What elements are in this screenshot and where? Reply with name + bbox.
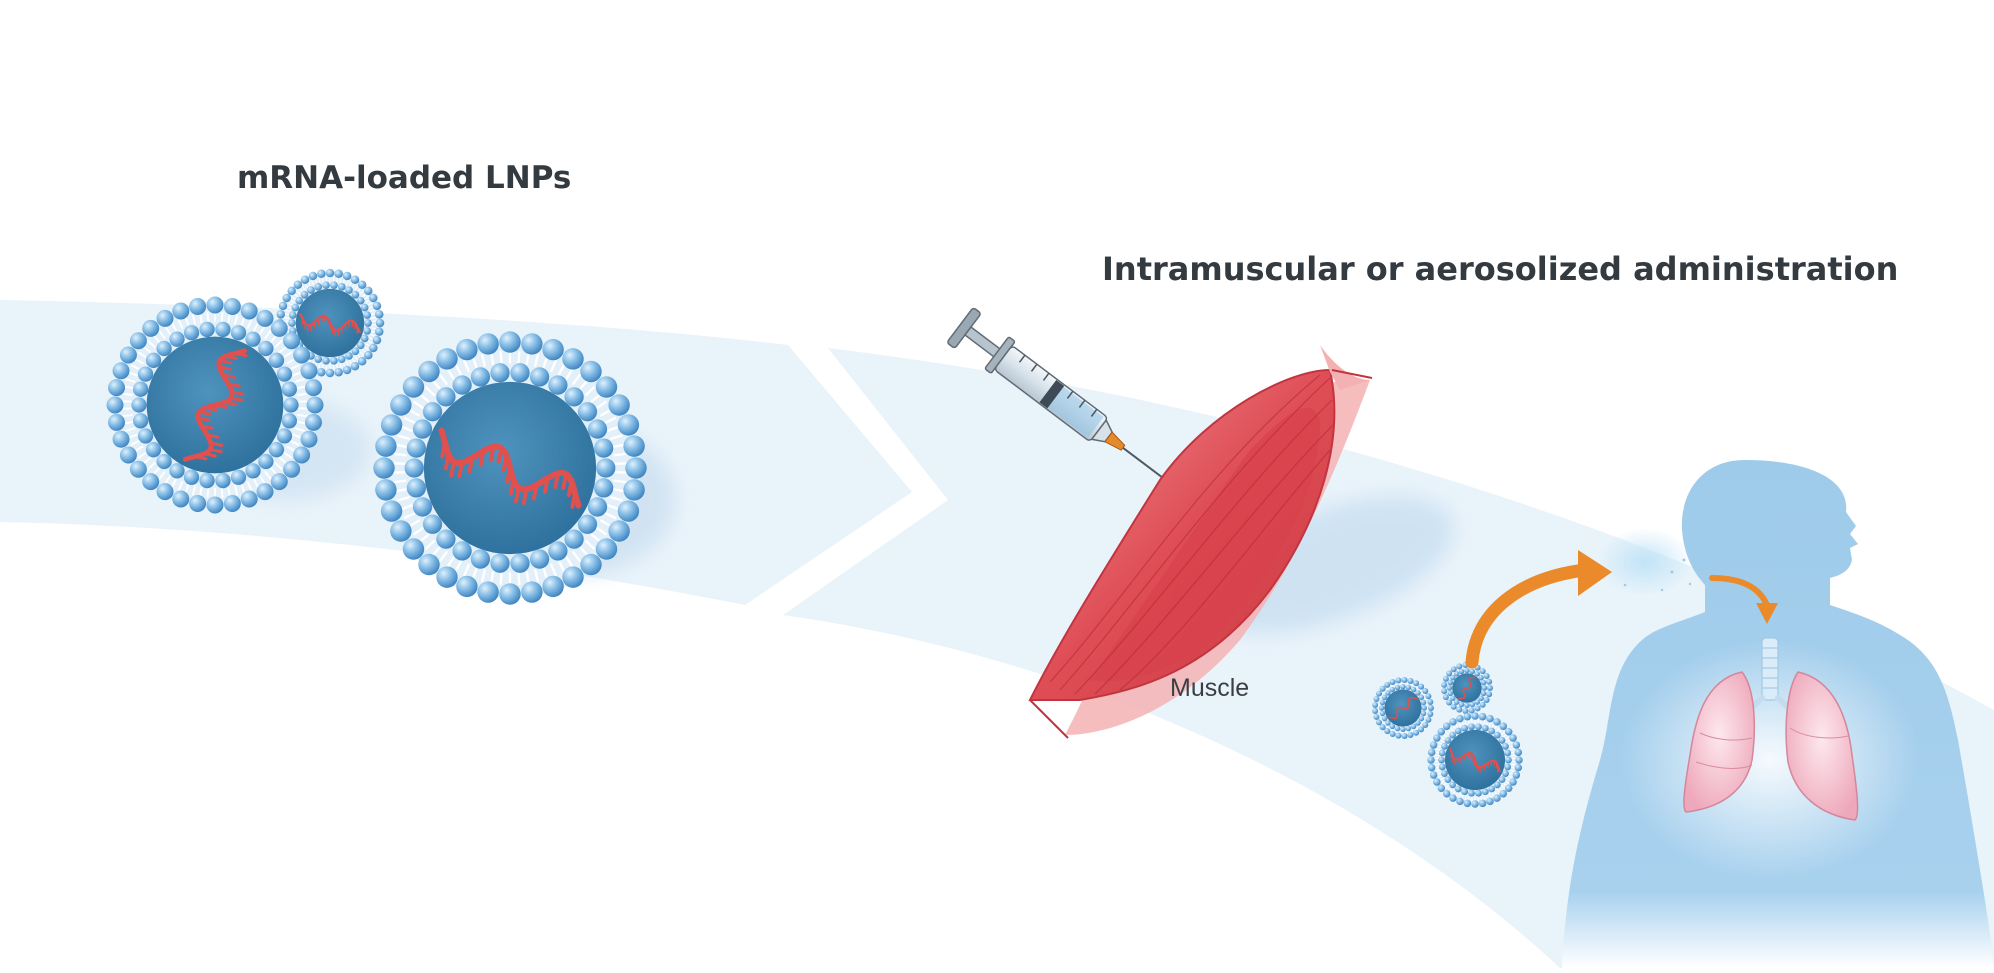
aerosol-mist	[1597, 528, 1693, 596]
lnp-title: mRNA-loaded LNPs	[237, 160, 571, 196]
muscle-label: Muscle	[1170, 674, 1249, 703]
administration-title: Intramuscular or aerosolized administrat…	[1102, 250, 1898, 288]
